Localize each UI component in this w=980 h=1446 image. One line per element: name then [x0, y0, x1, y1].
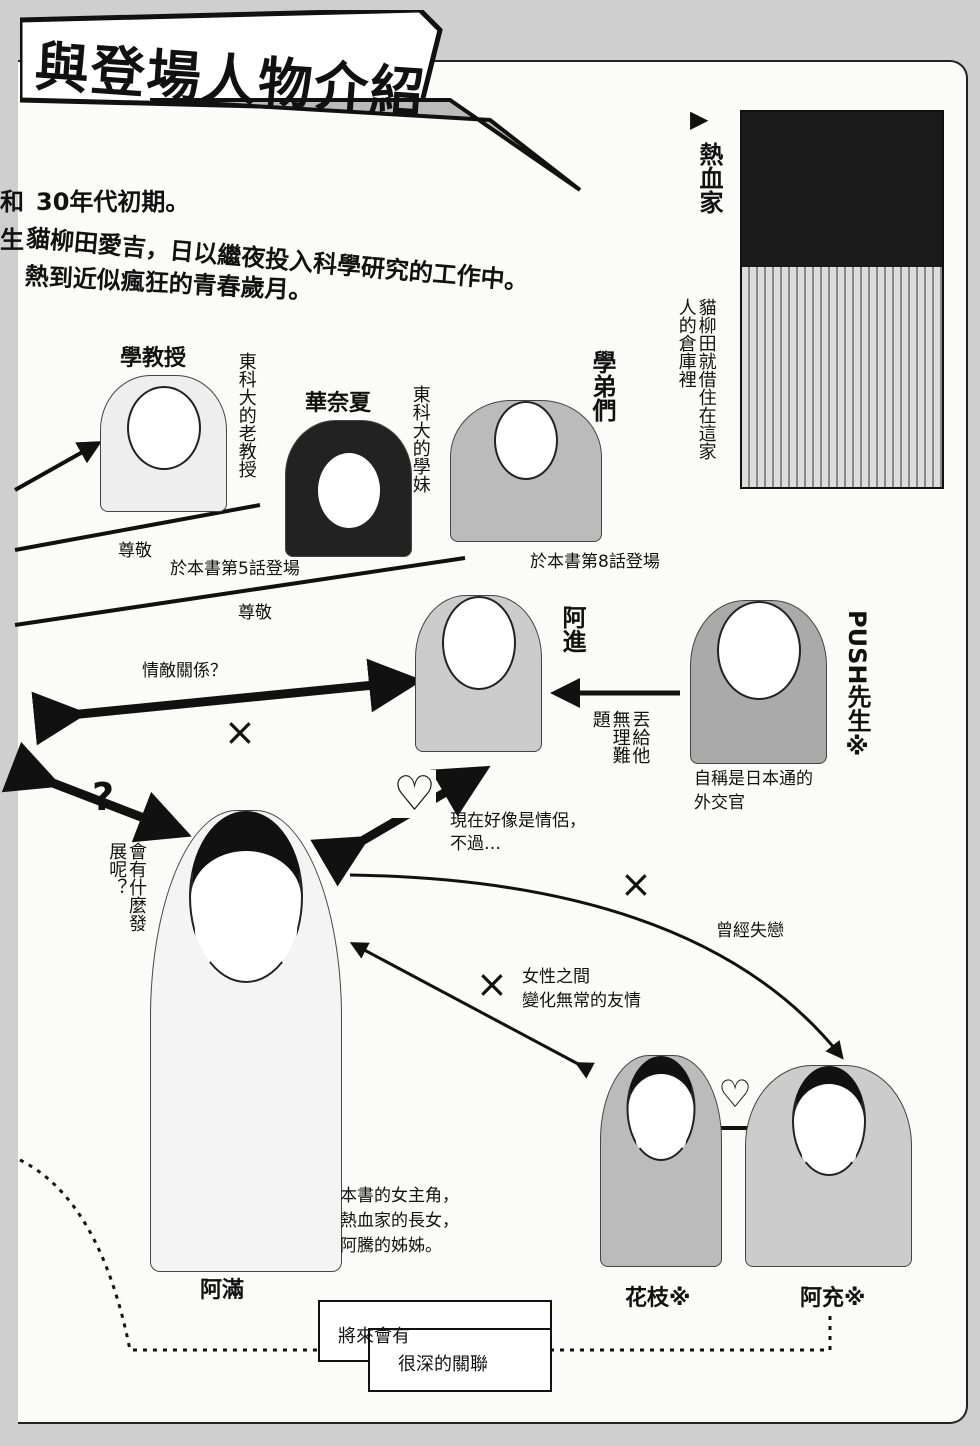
hanako-description: 東科大的學妹: [409, 385, 431, 493]
respect-label-2: 尊敬: [238, 603, 272, 623]
house-description: 貓柳田就借住在這家人的倉庫裡: [675, 298, 717, 460]
susumu-portrait: [415, 595, 542, 752]
house-illustration: [740, 110, 944, 489]
development-label: 會有什麼發展呢？: [106, 842, 147, 932]
juniors-portrait: [450, 400, 602, 542]
susumu-name: 阿進: [558, 605, 586, 653]
atsushi-portrait: [745, 1065, 912, 1267]
professor-portrait: [100, 375, 227, 512]
mitsuru-description-1: 本書的女主角，: [340, 1186, 459, 1206]
hanako-name: 華奈夏: [305, 391, 372, 416]
push-name: PUSH先生※: [843, 610, 871, 761]
cross-icon: ×: [224, 710, 256, 754]
professor-name: 學教授: [120, 346, 187, 371]
hanae-name: 花枝※: [625, 1286, 691, 1311]
friendship-line-1: 女性之間: [522, 967, 590, 987]
future-note-box: [318, 1300, 552, 1392]
mitsuru-name: 阿滿: [200, 1278, 245, 1303]
cross-icon: ×: [620, 862, 652, 906]
juniors-name: 學弟們: [588, 350, 616, 422]
friendship-line-2: 變化無常的友情: [522, 991, 641, 1011]
question-icon: ?: [92, 775, 115, 819]
heartbreak-label: 曾經失戀: [716, 921, 784, 941]
future-line-1: 將來會有: [338, 1326, 410, 1347]
atsushi-name: 阿充※: [800, 1286, 866, 1311]
intro-prefix-2: 生: [0, 226, 24, 254]
lovers-line-1: 現在好像是情侶，: [450, 811, 586, 831]
push-description: 自稱是日本通的外交官: [694, 769, 813, 813]
push-portrait: [690, 600, 827, 764]
professor-description: 東科大的老教授: [235, 352, 257, 478]
lovers-line-2: 不過…: [450, 834, 501, 854]
appear-ep5-label: 於本書第5話登場: [170, 559, 300, 579]
rival-label: 情敵關係？: [142, 661, 227, 681]
hanako-portrait: [285, 420, 412, 557]
cross-icon: ×: [476, 962, 508, 1006]
heart-icon: ♡: [393, 766, 437, 822]
appear-ep8-label: 於本書第8話登場: [530, 552, 660, 572]
title-banner: [20, 10, 443, 113]
trouble-label: 丟給他無理難題: [589, 710, 651, 764]
mitsuru-description-2: 熱血家的長女，: [340, 1211, 459, 1231]
triangle-icon: ▶: [690, 105, 709, 133]
house-name: 熱血家: [695, 142, 723, 214]
hanae-portrait: [600, 1055, 722, 1267]
heart-icon: ♡: [718, 1072, 753, 1116]
intro-line-1: 30年代初期。: [36, 188, 190, 216]
respect-label-1: 尊敬: [118, 541, 152, 561]
future-line-2: 很深的關聯: [398, 1354, 488, 1375]
mitsuru-portrait: [150, 810, 342, 1272]
mitsuru-description-3: 阿騰的姊姊。: [340, 1236, 442, 1256]
intro-prefix-1: 和: [0, 188, 24, 216]
banner-ribbon: [150, 98, 582, 192]
